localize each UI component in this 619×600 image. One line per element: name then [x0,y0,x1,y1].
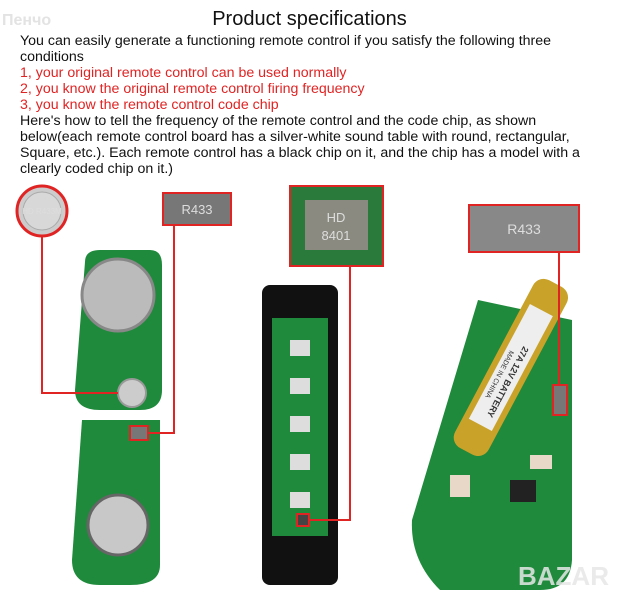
rect-chip-2-label: R433 [507,221,541,237]
watermark-bottom-right: BAZAR [518,561,609,591]
remote-board-2 [262,285,338,585]
page-title: Product specifications [212,8,407,30]
watermark-top-left: Пенчо [2,12,52,29]
rect-chip-1-label: R433 [181,202,212,217]
remote-board-3: 27A 12V BATTERY MADE IN CHINA [411,278,572,590]
condition-2: 2, you know the original remote control … [20,81,365,97]
square-chip-label-2: 8401 [322,228,351,243]
remote-board-1-bottom [72,420,160,585]
round-chip-label: HD R433M [22,207,62,216]
intro-text: You can easily generate a functioning re… [20,33,552,65]
condition-1: 1, your original remote control can be u… [20,65,347,81]
square-chip-label-1: HD [327,210,346,225]
remote-board-1-top [75,250,162,410]
explanation-text: Here's how to tell the frequency of the … [20,113,580,177]
condition-3: 3, you know the remote control code chip [20,97,279,113]
